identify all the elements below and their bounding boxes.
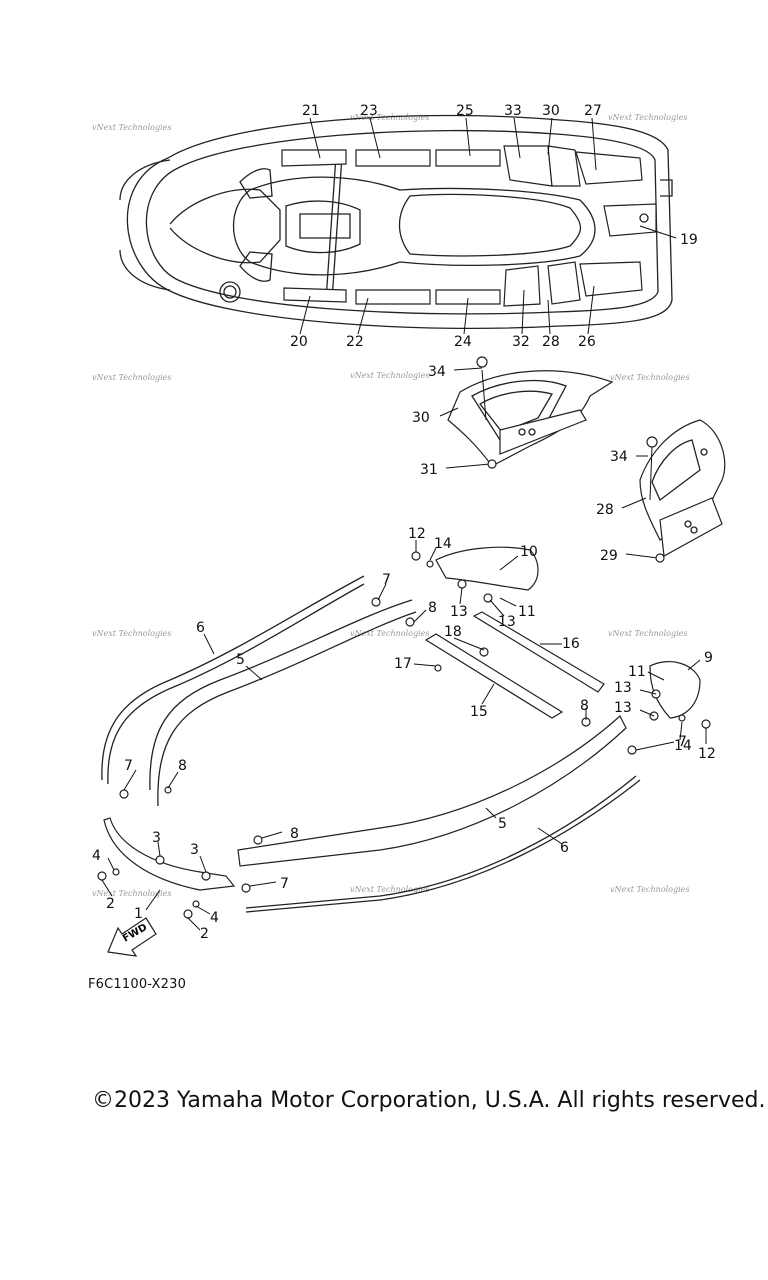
callout-6: 6 [560,840,569,856]
callout-16: 16 [562,636,580,652]
callout-24: 24 [454,334,472,350]
callout-7: 7 [678,734,687,750]
callout-13: 13 [498,614,516,630]
callout-11: 11 [628,664,646,680]
callout-31: 31 [420,462,438,478]
callout-5: 5 [498,816,507,832]
watermark: vNext Technologies [350,885,429,894]
callout-12: 12 [698,746,716,762]
callout-7: 7 [124,758,133,774]
callout-29: 29 [600,548,618,564]
callout-28: 28 [596,502,614,518]
callouts: 21 23 25 33 30 27 19 20 22 24 32 28 26 3… [92,103,716,942]
callout-34: 34 [428,364,446,380]
callout-18: 18 [444,624,462,640]
callout-9: 9 [704,650,713,666]
callout-20: 20 [290,334,308,350]
fender-parts [97,540,711,931]
fwd-arrow: FWD [107,917,157,957]
callout-8: 8 [428,600,437,616]
watermark: vNext Technologies [92,629,171,638]
callout-2: 2 [106,896,115,912]
callout-23: 23 [360,103,378,119]
watermark: vNext Technologies [610,373,689,382]
watermark: vNext Technologies [92,373,171,382]
callout-7: 7 [382,572,391,588]
callout-33: 33 [504,103,522,119]
callout-5: 5 [236,652,245,668]
callout-30: 30 [412,410,430,426]
watermark: vNext Technologies [92,889,171,898]
callout-8: 8 [580,698,589,714]
callout-15: 15 [470,704,488,720]
callout-1: 1 [134,906,143,922]
callout-26: 26 [578,334,596,350]
rear-step-mat-right [621,419,726,563]
callout-27: 27 [584,103,602,119]
callout-6: 6 [196,620,205,636]
callout-2: 2 [200,926,209,942]
callout-12: 12 [408,526,426,542]
watermark: vNext Technologies [350,113,429,122]
watermark: vNext Technologies [350,371,429,380]
watermark: vNext Technologies [92,123,171,132]
watermark: vNext Technologies [350,629,429,638]
callout-3: 3 [152,830,161,846]
callout-8: 8 [290,826,299,842]
callout-11: 11 [518,604,536,620]
diagram-code: F6C1100-X230 [88,977,187,992]
callout-3: 3 [190,842,199,858]
callout-25: 25 [456,103,474,119]
callout-13: 13 [614,680,632,696]
watermark: vNext Technologies [608,629,687,638]
callout-10: 10 [520,544,538,560]
watermark: vNext Technologies [608,113,687,122]
watermark: vNext Technologies [610,885,689,894]
callout-32: 32 [512,334,530,350]
callout-13: 13 [614,700,632,716]
rear-step-mat-left [439,356,614,469]
callout-28: 28 [542,334,560,350]
watermarks: vNext Technologies vNext Technologies vN… [92,113,689,898]
callout-34: 34 [610,449,628,465]
callout-22: 22 [346,334,364,350]
callout-17: 17 [394,656,412,672]
watercraft-top-view [119,114,677,335]
callout-8: 8 [178,758,187,774]
callout-14: 14 [434,536,452,552]
callout-30: 30 [542,103,560,119]
callout-7: 7 [280,876,289,892]
copyright-notice: ©2023 Yamaha Motor Corporation, U.S.A. A… [92,1088,766,1113]
callout-4: 4 [92,848,101,864]
callout-4: 4 [210,910,219,926]
callout-14: 14 [674,738,692,754]
callout-21: 21 [302,103,320,119]
callout-13: 13 [450,604,468,620]
callout-19: 19 [680,232,698,248]
